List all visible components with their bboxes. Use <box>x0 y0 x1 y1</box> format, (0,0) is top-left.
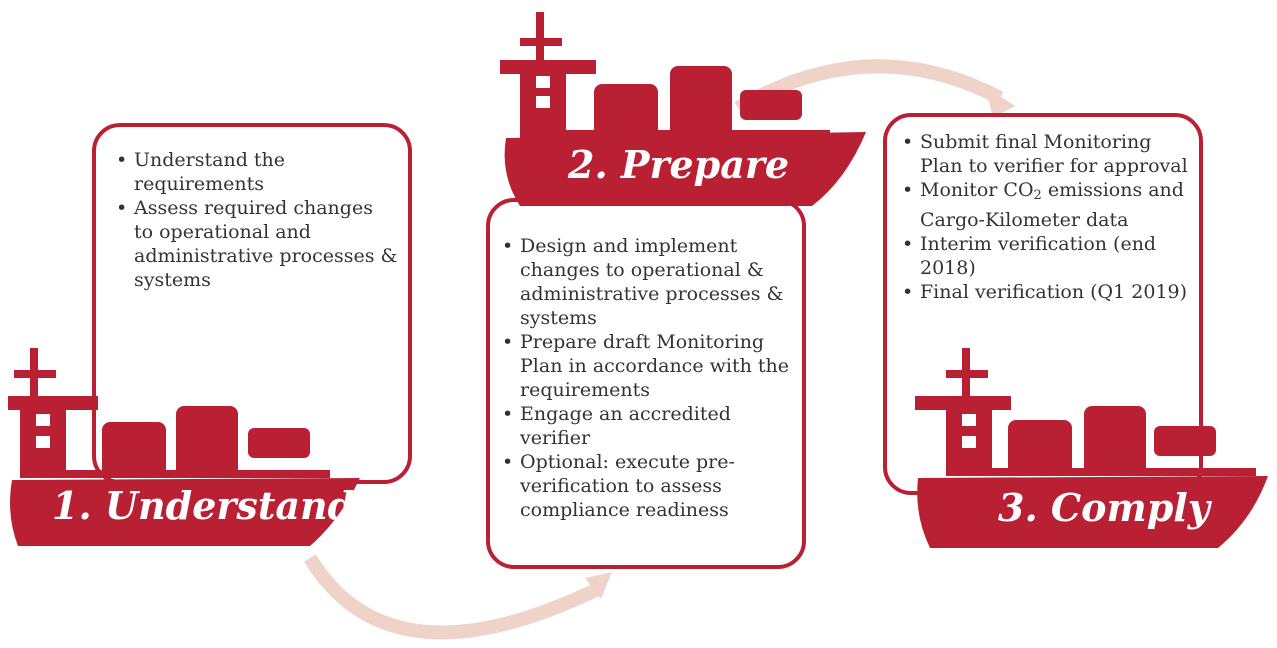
co2-suffix: emissions and Cargo-Kilometer data <box>920 179 1184 231</box>
ship-comply-icon <box>915 348 1268 548</box>
panel-comply: Submit final Monitoring Plan to verifier… <box>902 130 1192 304</box>
comply-bullet: Submit final Monitoring Plan to verifier… <box>902 130 1192 178</box>
step-1-label: 1. Understand <box>52 483 355 528</box>
panel-prepare: Design and implement changes to operatio… <box>502 234 794 522</box>
arrow-understand-to-prepare-head <box>585 572 612 599</box>
prepare-bullet: Design and implement changes to operatio… <box>502 234 794 330</box>
comply-bullet: Interim verification (end 2018) <box>902 232 1192 280</box>
arrow-understand-to-prepare <box>304 554 604 640</box>
step-2-label: 2. Prepare <box>568 142 790 187</box>
step-3-label: 3. Comply <box>998 485 1210 530</box>
comply-bullet: Final verification (Q1 2019) <box>902 280 1192 304</box>
understand-bullet-list: Understand the requirements Assess requi… <box>116 148 398 292</box>
prepare-bullet: Optional: execute pre-verification to as… <box>502 450 794 522</box>
comply-bullet: Monitor CO2 emissions and Cargo-Kilomete… <box>902 178 1192 232</box>
arrow-prepare-to-comply-head <box>985 86 1015 118</box>
prepare-bullet-list: Design and implement changes to operatio… <box>502 234 794 522</box>
ship-understand-icon <box>8 348 360 546</box>
comply-bullet-list: Submit final Monitoring Plan to verifier… <box>902 130 1192 304</box>
understand-bullet: Understand the requirements <box>116 148 398 196</box>
co2-subscript: 2 <box>1033 188 1042 203</box>
co2-prefix: Monitor CO <box>920 179 1034 201</box>
prepare-bullet: Prepare draft Monitoring Plan in accorda… <box>502 330 794 402</box>
ship-prepare-icon <box>500 12 866 206</box>
prepare-bullet: Engage an accredited verifier <box>502 402 794 450</box>
understand-bullet: Assess required changes to operational a… <box>116 196 398 292</box>
panel-understand: Understand the requirements Assess requi… <box>116 148 398 292</box>
